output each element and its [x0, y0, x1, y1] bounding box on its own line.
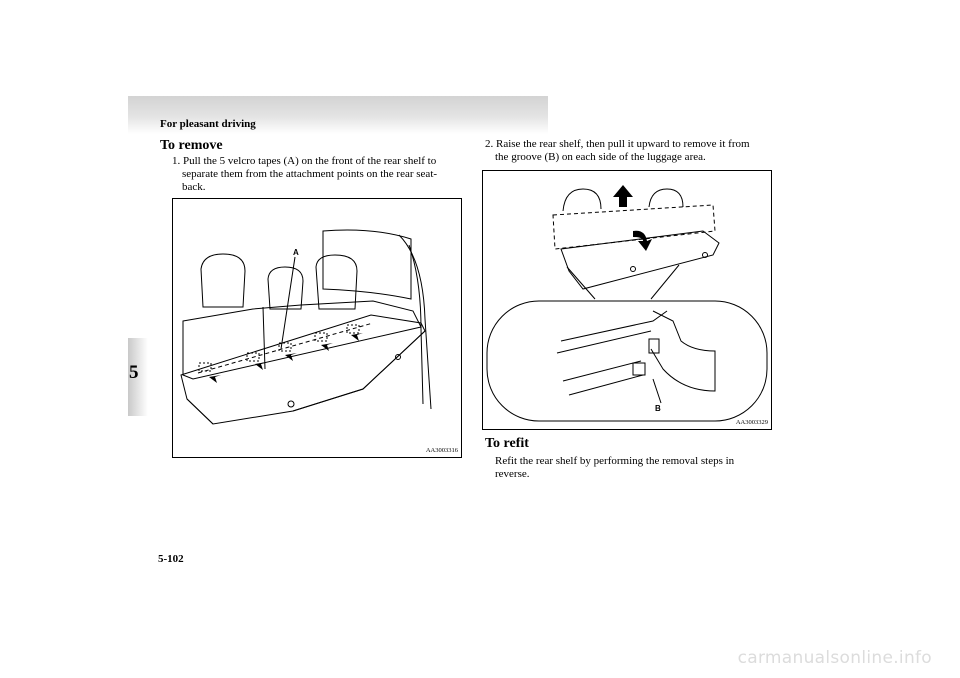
- watermark-text[interactable]: carmanualsonline.info: [737, 648, 932, 668]
- refit-line-2: reverse.: [495, 468, 530, 480]
- step-1-line-3: back.: [182, 181, 206, 193]
- step-2-line-2: the groove (B) on each side of the lugga…: [495, 151, 706, 163]
- callout-a-label: A: [293, 248, 299, 257]
- page-number: 5-102: [158, 553, 184, 565]
- chapter-side-tab: [128, 338, 148, 416]
- chapter-number: 5: [129, 362, 139, 383]
- rear-seat-illustration: A: [180, 229, 432, 425]
- header-band: [128, 96, 548, 134]
- refit-line-1: Refit the rear shelf by performing the r…: [495, 455, 735, 467]
- step-1-line-1: 1. Pull the 5 velcro tapes (A) on the fr…: [172, 155, 437, 167]
- figure-velcro-tapes: A AA3003316: [172, 198, 462, 458]
- step-2-line-1: 2. Raise the rear shelf, then pull it up…: [485, 138, 750, 150]
- figure-rear-shelf-groove: B AA3003329: [482, 170, 772, 430]
- heading-to-refit: To refit: [485, 436, 529, 451]
- section-header-title: For pleasant driving: [160, 118, 256, 130]
- step-1-line-2: separate them from the attachment points…: [182, 168, 438, 180]
- heading-to-remove: To remove: [160, 138, 223, 153]
- footer-bar: [0, 650, 960, 678]
- figure-2-code: AA3003329: [735, 419, 768, 426]
- figure-1-code: AA3003316: [425, 447, 458, 454]
- callout-b-label: B: [655, 404, 661, 413]
- shelf-groove-illustration: B: [486, 185, 768, 422]
